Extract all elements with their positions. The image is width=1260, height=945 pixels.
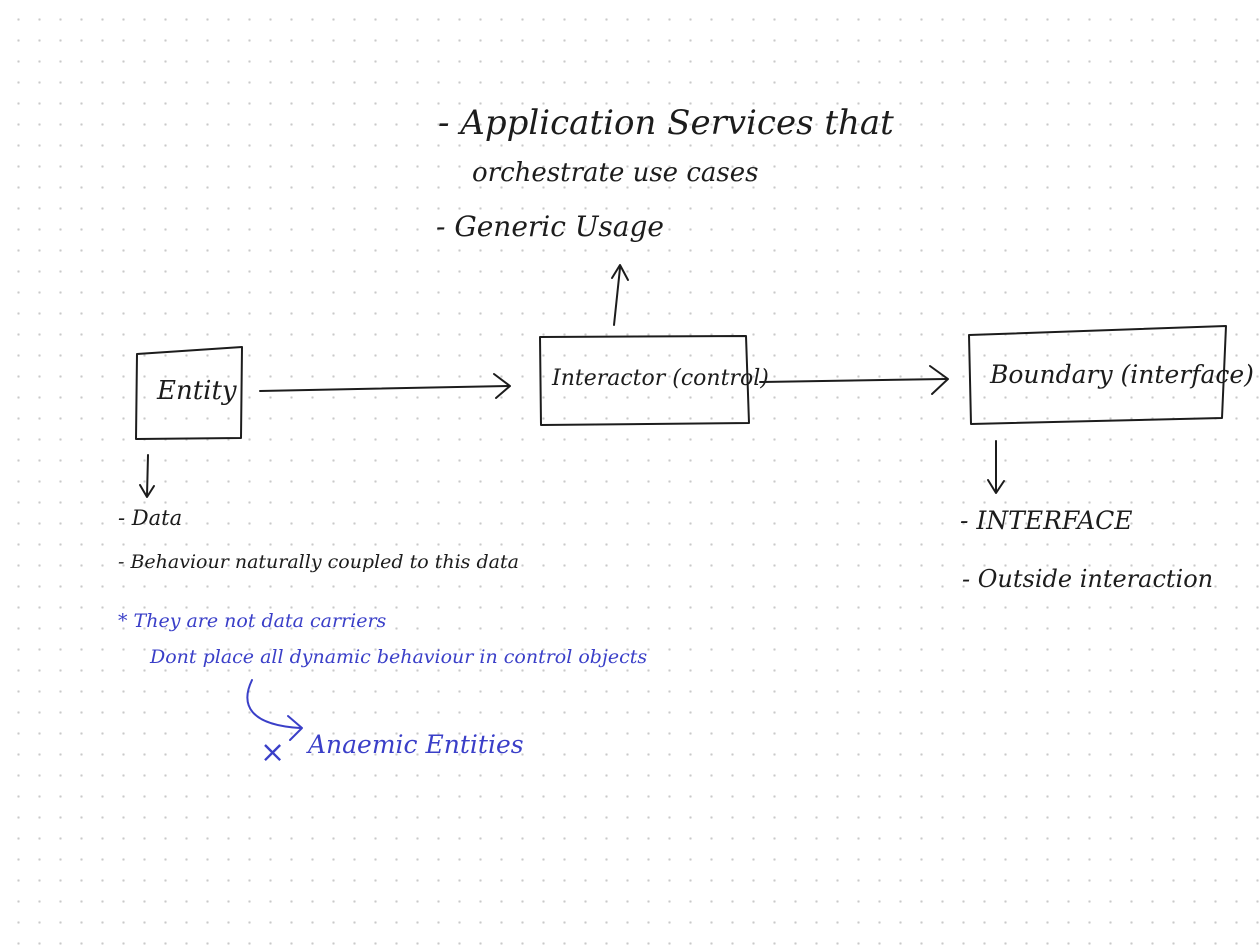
boundary-note-interface: - INTERFACE <box>960 506 1133 535</box>
boundary-box-outline <box>968 325 1227 425</box>
interactor-box-outline <box>539 335 750 426</box>
interactor-note-line-3: - Generic Usage <box>436 210 664 243</box>
arrow-interactor-up-head <box>611 264 629 281</box>
interactor-note-line-1: - Application Services that <box>438 103 894 143</box>
arrow-interactor-up <box>613 267 621 326</box>
arrow-to-anaemic <box>246 679 301 729</box>
boundary-label: Boundary (interface) <box>990 360 1254 389</box>
entity-note-behaviour: - Behaviour naturally coupled to this da… <box>118 551 519 573</box>
arrow-interactor-to-boundary <box>759 378 947 383</box>
arrow-entity-down-head <box>139 484 155 498</box>
arrow-entity-to-interactor-head <box>493 373 511 399</box>
arrow-boundary-down-head <box>987 479 1005 494</box>
cross-icon: × <box>260 735 286 770</box>
arrow-to-anaemic-head <box>287 715 303 741</box>
blue-note-anaemic-entities: Anaemic Entities <box>308 730 524 759</box>
entity-label: Entity <box>157 376 237 406</box>
arrow-entity-to-interactor <box>259 385 509 392</box>
arrow-interactor-to-boundary-head <box>929 365 949 395</box>
interactor-label: Interactor (control) <box>552 366 769 391</box>
boundary-note-outside: - Outside interaction <box>962 565 1214 593</box>
arrow-entity-down <box>146 454 149 497</box>
blue-note-not-data-carriers: * They are not data carriers <box>118 610 387 632</box>
entity-note-data: - Data <box>118 506 183 530</box>
interactor-note-line-2: orchestrate use cases <box>472 158 759 188</box>
entity-box-outline <box>135 346 243 440</box>
blue-note-dont-place: Dont place all dynamic behaviour in cont… <box>150 646 648 668</box>
